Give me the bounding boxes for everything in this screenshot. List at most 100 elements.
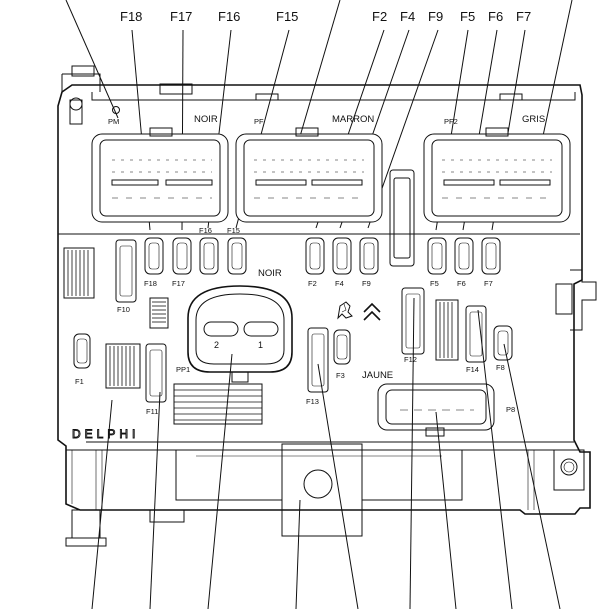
fuse-f15[interactable] — [227, 237, 247, 275]
top-label-f7: F7 — [516, 9, 531, 24]
connector-label-pf: PF — [254, 117, 264, 126]
relay-latch — [231, 371, 249, 383]
connector-p8-latch — [425, 427, 445, 437]
fuse-f14[interactable] — [465, 305, 487, 363]
zone-label-marron: MARRON — [332, 114, 374, 125]
fuse-f11[interactable] — [145, 343, 167, 403]
fuse-label-f11: F11 — [146, 407, 158, 416]
fuse-f13[interactable] — [307, 327, 329, 393]
connector-label-pp1: PP1 — [176, 365, 190, 374]
leader-f13 — [317, 363, 359, 609]
top-label-f9: F9 — [428, 9, 443, 24]
housing-top-rim — [91, 92, 576, 101]
fuse-f4[interactable] — [332, 237, 352, 275]
left-fuse-area: F10 F1 F11 PP1 — [63, 239, 263, 425]
fuse-f5[interactable] — [427, 237, 447, 275]
lower-tray — [175, 443, 463, 537]
leader-pm — [65, 0, 119, 119]
leader-pp1 — [207, 353, 233, 609]
relay-housing-outer[interactable] — [187, 285, 293, 373]
connector-pf-latch — [295, 127, 319, 137]
fuse-f10[interactable] — [115, 239, 137, 303]
fuse-f7[interactable] — [481, 237, 501, 275]
leader-f1 — [91, 399, 113, 609]
connector-pf2-slot-2 — [499, 179, 551, 186]
mount-ear-top-left — [61, 73, 101, 92]
fuse-f16[interactable] — [199, 237, 219, 275]
connector-pf2-pins — [442, 159, 552, 199]
chevron-logo-icon — [363, 302, 381, 321]
pm-marker-icon — [112, 106, 120, 114]
top-label-f16: F16 — [218, 9, 240, 24]
leader-f8 — [503, 343, 561, 609]
relay-pin-1 — [243, 321, 279, 337]
leader-p8 — [435, 411, 457, 609]
top-tab-1 — [159, 83, 193, 95]
top-label-group: F18 F17 F16 F15 F2 F4 F9 F5 F6 F7 — [120, 9, 531, 24]
bottom-leader-lines — [91, 297, 561, 609]
fuse-f3[interactable] — [333, 329, 351, 365]
side-latch-right — [570, 269, 597, 331]
leader-gris — [539, 0, 573, 151]
zone-label-gris: GRIS — [522, 114, 545, 125]
connector-p8-inner — [385, 389, 487, 425]
connector-pf2-slot-1 — [443, 179, 495, 186]
mount-hole-right — [560, 458, 578, 476]
foot-mid — [149, 509, 185, 523]
fuse-label-f17: F17 — [172, 279, 185, 288]
side-latch-right-inner — [555, 283, 573, 315]
mount-hole-right-inner — [563, 461, 575, 473]
leader-f11 — [149, 391, 161, 609]
leader-tray — [295, 499, 301, 609]
relay-connector-pp1: 2 1 — [187, 285, 293, 383]
fuse-f1[interactable] — [73, 333, 91, 369]
fuse-f2[interactable] — [305, 237, 325, 275]
connector-label-pf2: PF2 — [444, 117, 458, 126]
tray-center-hole — [303, 469, 333, 499]
top-label-f18: F18 — [120, 9, 142, 24]
connector-label-p8: P8 — [506, 405, 515, 414]
foot-left — [71, 509, 101, 539]
connector-p8[interactable] — [377, 383, 495, 431]
connector-pm-slot-2 — [165, 179, 213, 186]
housing — [57, 65, 597, 547]
center-relay-slot-inner — [393, 177, 411, 259]
mount-hole-left-frame — [69, 99, 83, 125]
fuse-label-f12: F12 — [404, 355, 417, 364]
fuse-f18[interactable] — [144, 237, 164, 275]
fuse-label-f5: F5 — [430, 279, 439, 288]
fuse-label-f14: F14 — [466, 365, 479, 374]
top-tab-3 — [499, 93, 523, 101]
fuse-label-f9: F9 — [362, 279, 371, 288]
zone-label-noir-top: NOIR — [194, 114, 218, 125]
fuse-f17[interactable] — [172, 237, 192, 275]
fuse-label-f13: F13 — [306, 397, 319, 406]
leader-pf — [295, 0, 341, 151]
fuse-f9[interactable] — [359, 237, 379, 275]
zone-label-jaune: JAUNE — [362, 370, 393, 381]
tray-left-pocket — [175, 450, 283, 501]
top-label-f17: F17 — [170, 9, 192, 24]
vent-grille-left-top — [63, 247, 95, 299]
lion-logo-icon — [337, 301, 353, 320]
mount-hole-left — [69, 97, 83, 111]
fuse-label-f7: F7 — [484, 279, 493, 288]
relay-pin-label-1: 1 — [258, 340, 263, 350]
connector-pm[interactable] — [91, 133, 229, 223]
mount-bracket-right — [553, 449, 585, 491]
fuse-label-f2: F2 — [308, 279, 317, 288]
connector-pf-inner — [243, 139, 375, 217]
connector-pf2-latch — [485, 127, 509, 137]
fuse-f6[interactable] — [454, 237, 474, 275]
mount-ear-top-left-tab — [71, 65, 95, 77]
fuse-f8[interactable] — [493, 325, 513, 361]
vent-grille-bottom — [173, 383, 263, 425]
connector-pf2[interactable] — [423, 133, 571, 223]
tray-center-tab — [281, 443, 363, 537]
zone-label-noir-mid: NOIR — [258, 268, 282, 279]
connector-pm-latch — [149, 127, 173, 137]
top-label-f2: F2 — [372, 9, 387, 24]
connector-pf-pins — [254, 159, 364, 199]
connector-pf[interactable] — [235, 133, 383, 223]
